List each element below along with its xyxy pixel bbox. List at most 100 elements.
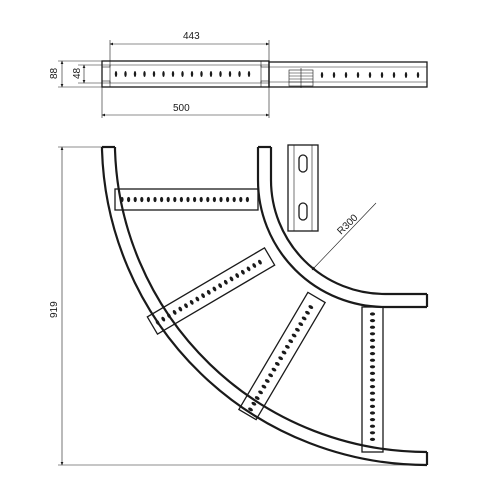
rung-hole xyxy=(245,196,249,203)
perforation-hole xyxy=(247,71,251,77)
rung-hole xyxy=(298,322,304,327)
perforation-hole xyxy=(392,72,396,78)
rung-hole xyxy=(258,259,262,265)
rung-hole xyxy=(369,319,376,323)
rung-hole xyxy=(369,431,376,435)
rung-hole xyxy=(226,196,230,203)
connector-plate-outline xyxy=(287,144,319,232)
coupler-bolts xyxy=(288,68,314,88)
perforation-hole xyxy=(181,71,184,77)
rung-hole xyxy=(229,276,234,282)
rung-hole xyxy=(212,196,216,203)
rung-hole xyxy=(193,196,197,203)
rung-hole xyxy=(305,310,310,315)
perforation-hole xyxy=(200,71,203,77)
top-section-view: 443 500 88 48 xyxy=(49,31,428,118)
rung-hole xyxy=(369,352,376,356)
rung-hole xyxy=(369,338,376,342)
rung-hole xyxy=(369,424,376,428)
rung-hole xyxy=(288,339,294,344)
perforation-hole xyxy=(209,71,213,77)
rung-hole xyxy=(195,296,200,302)
rung-hole xyxy=(248,407,253,412)
rung-hole xyxy=(206,196,210,203)
left-cap-bottom xyxy=(101,80,111,88)
rung-hole xyxy=(258,390,263,395)
rung-hole xyxy=(240,269,245,275)
rung-hole xyxy=(295,327,300,332)
perforation-hole xyxy=(228,71,232,77)
rung-hole xyxy=(120,196,124,203)
rung-diagonal-upper xyxy=(146,246,276,336)
perforation-hole xyxy=(380,72,384,78)
rung-hole xyxy=(223,279,228,285)
tray-perforations xyxy=(114,71,251,77)
rung-hole xyxy=(369,365,376,369)
perforation-hole xyxy=(171,71,175,77)
perforation-hole xyxy=(320,72,324,78)
perforation-hole xyxy=(133,71,137,77)
rung-hole xyxy=(284,344,290,349)
inner-rail-inner-edge xyxy=(256,147,427,309)
rung-hole xyxy=(184,303,188,309)
perforation-hole xyxy=(143,71,146,77)
rung-hole xyxy=(268,373,274,378)
left-cap-top xyxy=(101,60,111,68)
rung-hole xyxy=(369,345,376,349)
perforation-hole xyxy=(332,72,336,78)
rung-hole xyxy=(246,266,251,272)
rung-hole xyxy=(161,316,166,322)
rung-hole xyxy=(261,384,267,389)
rung-hole xyxy=(369,411,376,415)
perforation-hole xyxy=(124,71,127,77)
dim-label-500: 500 xyxy=(173,103,190,114)
rung-hole xyxy=(201,293,205,299)
rung-hole xyxy=(140,196,144,203)
perforation-hole xyxy=(356,72,360,78)
rung-hole xyxy=(127,196,131,203)
rung-hole xyxy=(369,312,376,316)
perforation-hole xyxy=(162,71,165,77)
rung-diagonal-lower xyxy=(237,291,327,421)
rung-vertical xyxy=(361,306,384,453)
outer-rail-outer-edge xyxy=(100,147,428,467)
rung-hole xyxy=(219,196,223,203)
radius-leader: R300 xyxy=(311,202,377,271)
rung-horizontal xyxy=(114,188,259,211)
dim-label-r300: R300 xyxy=(335,212,360,237)
dimension-48: 48 xyxy=(72,64,102,84)
dimension-919: 919 xyxy=(49,146,427,466)
dimension-443: 443 xyxy=(109,31,270,61)
perforation-hole xyxy=(190,71,194,77)
dim-label-48: 48 xyxy=(72,67,83,79)
rung-hole xyxy=(369,325,376,329)
rung-hole xyxy=(254,396,260,400)
rung-hole xyxy=(155,320,160,325)
right-cap-top xyxy=(260,60,270,68)
rung-hole xyxy=(271,367,277,372)
extension-outline xyxy=(268,61,428,88)
perforation-hole xyxy=(416,72,420,78)
rung-hole xyxy=(235,273,240,278)
rung-hole xyxy=(172,310,177,315)
rung-hole xyxy=(160,196,164,203)
rung-hole xyxy=(189,299,194,305)
rung-hole xyxy=(252,263,257,268)
rung-hole xyxy=(167,313,171,319)
rung-hole xyxy=(239,196,243,203)
rung-hole xyxy=(369,358,376,362)
rung-hole xyxy=(369,332,376,336)
rung-hole xyxy=(274,362,280,366)
rung-hole xyxy=(369,378,376,382)
rung-hole xyxy=(369,437,376,441)
rung-hole xyxy=(301,316,307,321)
perforation-hole xyxy=(344,72,348,78)
dim-label-88: 88 xyxy=(49,67,60,79)
outer-rail-inner-edge xyxy=(113,147,428,454)
perforation-hole xyxy=(114,71,118,77)
dim-label-919: 919 xyxy=(49,301,60,318)
rung-hole xyxy=(218,283,223,289)
perforation-hole xyxy=(368,72,372,78)
rung-hole xyxy=(369,371,376,375)
rung-hole xyxy=(251,401,257,406)
